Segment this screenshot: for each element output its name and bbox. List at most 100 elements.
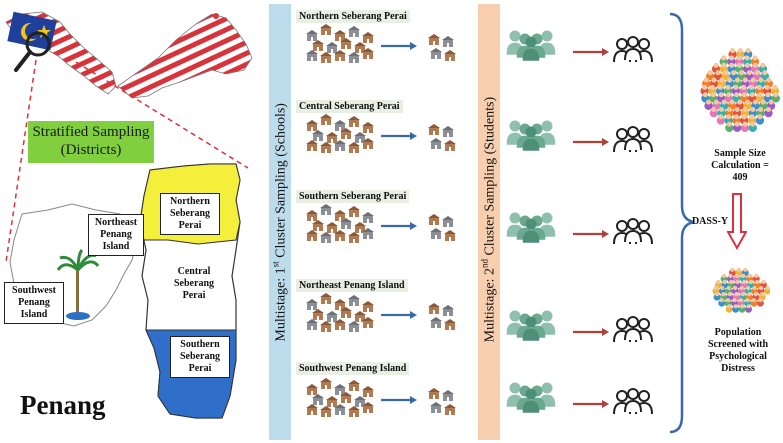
school-icon [444,140,456,151]
school-icon [444,230,456,241]
label-northern-seberang-perai: Northern Seberang Perai [160,193,220,235]
school-icon [306,230,318,241]
borneo-shape [117,13,253,99]
stratified-sampling-label: Stratified Sampling (Districts) [28,121,154,163]
school-icon [442,216,454,227]
group-label-1: Northern Seberang Perai [296,10,410,23]
school-icon [348,116,360,127]
school-icon [354,42,366,53]
school-icon [430,317,442,328]
school-icon [444,319,456,330]
people-outline-icon [613,316,653,343]
school-icon [362,301,374,312]
student-icon [522,36,540,61]
population-crowd-illustration [712,267,770,313]
school-icon [362,48,374,59]
school-icon [326,396,338,407]
bracket [669,12,695,434]
crowd-person [750,298,758,307]
school-icon [320,204,332,215]
school-icon [326,42,338,53]
crowd-person [757,298,764,307]
school-icon [362,212,374,223]
group-label-4: Northeast Penang Island [296,279,408,292]
label-southern-seberang-perai: Southern Seberang Perai [170,336,230,378]
school-icon [320,321,332,332]
school-icon [334,30,346,41]
school-icon [348,232,360,243]
school-icon [320,114,332,125]
school-icon [430,228,442,239]
school-icon [320,378,332,389]
school-icon [340,38,352,49]
school-icon [312,309,324,320]
crowd-person [725,304,733,313]
crowd-person [748,121,757,133]
school-icon [428,388,440,399]
school-icon [320,406,332,417]
school-icon [312,220,324,231]
school-icon [428,124,440,135]
school-icon [334,319,346,330]
school-icon [334,210,346,221]
sample-size-text: Sample Size Calculation = 409 [711,148,769,183]
arrow-icon [573,138,609,146]
label-central-seberang-perai: Central Seberang Perai [166,264,222,304]
school-icon [320,232,332,243]
school-icon [442,390,454,401]
school-icon [340,218,352,229]
people-outline-icon [613,388,653,415]
school-icon [306,50,318,61]
school-icon [306,319,318,330]
school-clusters [306,24,456,417]
school-icon [306,299,318,310]
crowd-person [738,304,746,313]
crowd-person [745,304,753,313]
school-icon [306,384,318,395]
student-icon [522,388,540,413]
school-icon [362,317,374,328]
school-icon [306,404,318,415]
group-label-5: Southwest Penang Island [296,362,410,375]
dass-y-label: DASS-Y [691,216,729,227]
school-icon [334,50,346,61]
school-icon [320,24,332,35]
people-outline-icon [613,218,653,245]
penang-title: Penang [20,390,106,420]
school-icon [348,52,360,63]
school-icon [442,126,454,137]
school-icon [428,34,440,45]
school-icon [430,48,442,59]
school-icon [334,384,346,395]
school-icon [354,396,366,407]
school-icon [306,30,318,41]
palm-tree-icon [56,248,100,320]
school-icon [334,140,346,151]
arrow-icon [573,48,609,56]
school-icon [334,404,346,415]
school-icon [348,321,360,332]
school-icon [362,122,374,133]
people-outline-icon [613,126,653,153]
school-icon [362,138,374,149]
school-icon [442,36,454,47]
school-icon [428,214,440,225]
people-outline-icon [613,36,653,63]
school-icon [312,40,324,51]
group-label-3: Southern Seberang Perai [296,190,410,203]
arrow-icon [381,311,417,319]
school-icon [348,295,360,306]
school-icon [362,228,374,239]
arrow-icon [381,132,417,140]
school-icon [334,299,346,310]
school-icon [362,32,374,43]
student-clusters [506,30,653,415]
group-label-2: Central Seberang Perai [296,100,403,113]
student-icon [522,126,540,151]
school-icon [444,404,456,415]
school-icon [348,26,360,37]
stage1-label: Multistage: 1st Cluster Sampling (School… [270,103,289,342]
school-icon [326,132,338,143]
crowd-person [704,99,713,110]
school-icon [340,392,352,403]
